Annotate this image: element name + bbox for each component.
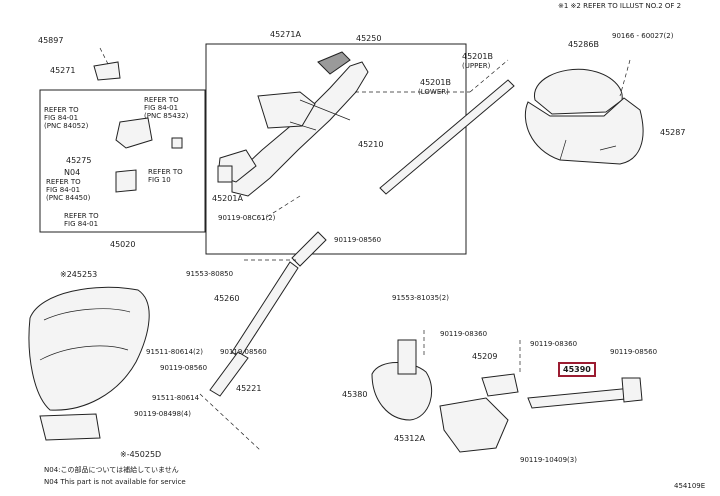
part-90119-08C61[interactable]: 90119-08C61(2) bbox=[218, 214, 276, 222]
part-90119-08560-c[interactable]: 90119 08560 bbox=[220, 348, 267, 356]
part-45250[interactable]: 45250 bbox=[356, 34, 382, 43]
part-90119-08560-a[interactable]: 90119-08560 bbox=[334, 236, 382, 244]
part-45221[interactable]: 45221 bbox=[236, 384, 262, 393]
part-90119-08560-f[interactable]: 90119-08360 bbox=[440, 330, 488, 338]
column-assembly-box bbox=[205, 43, 467, 255]
note-n04: N04 bbox=[64, 168, 81, 177]
part-90119-08560-h[interactable]: 90119-08560 bbox=[610, 348, 658, 356]
lock-parts bbox=[93, 47, 183, 193]
part-45287[interactable]: 45287 bbox=[660, 128, 686, 137]
part-90119-08560-b[interactable]: 90119-08560 bbox=[160, 364, 208, 372]
part-45390-highlighted[interactable]: 45390 bbox=[558, 362, 596, 377]
refer-fig-10[interactable]: REFER TO FIG 10 bbox=[148, 168, 183, 184]
part-91511-80614[interactable]: 91511-80614 bbox=[152, 394, 200, 402]
column-hole-cover bbox=[28, 286, 150, 441]
part-45312A[interactable]: 45312A bbox=[394, 434, 425, 443]
footnote-jp: N04:この部品については補給していません bbox=[44, 466, 179, 474]
label-lower: (LOWER) bbox=[418, 88, 449, 96]
part-90166-60027[interactable]: 90166 - 60027(2) bbox=[612, 32, 674, 40]
part-45271[interactable]: 45271 bbox=[50, 66, 76, 75]
refer-fig-84-01[interactable]: REFER TO FIG 84-01 bbox=[64, 212, 99, 228]
part-91553-81035[interactable]: 91553-81035(2) bbox=[392, 294, 449, 302]
steering-column-assembly bbox=[217, 51, 369, 197]
refer-fig-85432[interactable]: REFER TO FIG 84-01 (PNC 85432) bbox=[144, 96, 189, 120]
main-shaft bbox=[355, 59, 515, 195]
part-45209[interactable]: 45209 bbox=[472, 352, 498, 361]
part-90119-08498[interactable]: 90119-08498(4) bbox=[134, 410, 191, 418]
refer-fig-84052[interactable]: REFER TO FIG 84-01 (PNC 84052) bbox=[44, 106, 89, 130]
footnote-en: N04 This part is not available for servi… bbox=[44, 478, 186, 486]
part-45271A[interactable]: 45271A bbox=[270, 30, 301, 39]
part-45897[interactable]: 45897 bbox=[38, 36, 64, 45]
steering-gear bbox=[371, 330, 643, 453]
part-45380[interactable]: 45380 bbox=[342, 390, 368, 399]
refer-fig-84450[interactable]: REFER TO FIG 84-01 (PNC 84450) bbox=[46, 178, 91, 202]
part-45025D[interactable]: ※-45025D bbox=[120, 450, 162, 459]
part-90119-08560-g[interactable]: 90119-08360 bbox=[530, 340, 578, 348]
label-upper: (UPPER) bbox=[462, 62, 491, 70]
part-45201A[interactable]: 45201A bbox=[212, 194, 243, 203]
part-45210[interactable]: 45210 bbox=[358, 140, 384, 149]
part-45286B[interactable]: 45286B bbox=[568, 40, 599, 49]
figure-code: 454109E bbox=[674, 482, 706, 490]
part-45253[interactable]: ※245253 bbox=[60, 270, 98, 279]
part-45260[interactable]: 45260 bbox=[214, 294, 240, 303]
part-91553-80850[interactable]: 91553-80850 bbox=[186, 270, 234, 278]
column-cover bbox=[524, 59, 644, 165]
lock-assembly-box bbox=[39, 89, 206, 233]
part-45275[interactable]: 45275 bbox=[66, 156, 92, 165]
part-91511-80614-2[interactable]: 91511-80614(2) bbox=[146, 348, 203, 356]
part-45201B-upper[interactable]: 45201B bbox=[462, 52, 493, 61]
part-45020[interactable]: 45020 bbox=[110, 240, 136, 249]
part-90119-10409[interactable]: 90119-10409(3) bbox=[520, 456, 577, 464]
intermediate-shaft bbox=[199, 195, 327, 451]
part-45201B-lower[interactable]: 45201B bbox=[420, 78, 451, 87]
refer-header-note: ※1 ※2 REFER TO ILLUST NO.2 OF 2 bbox=[558, 2, 682, 10]
